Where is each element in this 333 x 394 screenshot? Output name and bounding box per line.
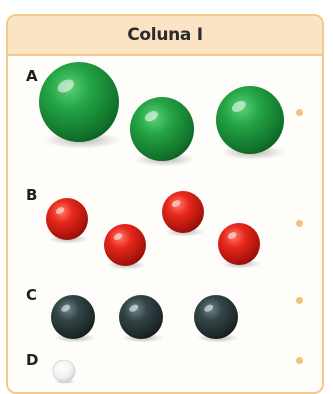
red-sphere-b-2	[104, 224, 146, 266]
white-sphere-d-1	[53, 360, 75, 382]
black-sphere-c-1	[51, 295, 95, 339]
black-sphere-c-3	[194, 295, 238, 339]
green-sphere-a-1	[39, 62, 119, 142]
green-sphere-a-2	[130, 97, 194, 161]
red-sphere-b-4	[218, 223, 260, 265]
red-sphere-b-1	[46, 198, 88, 240]
green-sphere-a-3	[216, 86, 284, 154]
red-sphere-b-3	[162, 191, 204, 233]
match-dot-a[interactable]	[296, 109, 303, 116]
match-dot-d[interactable]	[296, 357, 303, 364]
black-sphere-c-2	[119, 295, 163, 339]
match-dot-c[interactable]	[296, 297, 303, 304]
match-dot-b[interactable]	[296, 220, 303, 227]
